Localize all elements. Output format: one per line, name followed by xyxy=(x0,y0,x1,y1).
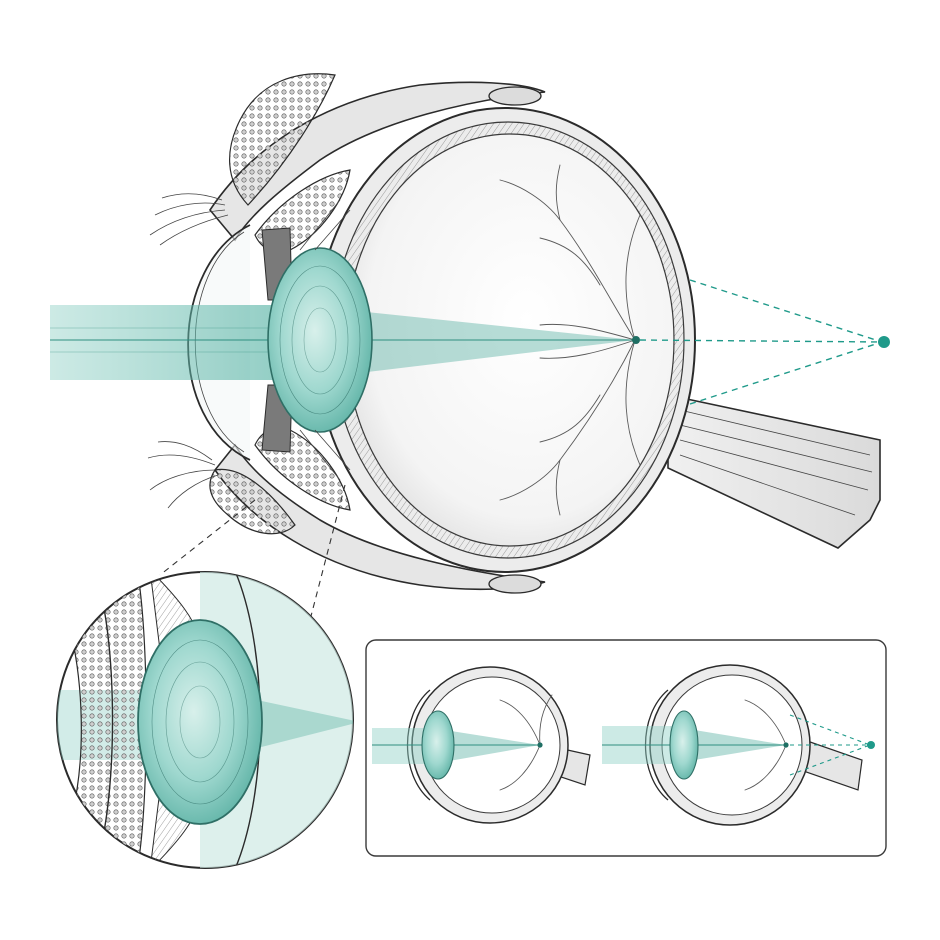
optic-nerve xyxy=(667,394,881,549)
lens-detail xyxy=(137,619,263,825)
external-focal-point xyxy=(878,336,890,348)
lens-detail-magnifier xyxy=(56,571,354,869)
fovea-focal-point xyxy=(632,336,640,344)
focus-behind-retina xyxy=(602,664,875,826)
focus-comparison-panel xyxy=(365,639,887,857)
focus-on-retina xyxy=(372,666,591,824)
inferior-muscle xyxy=(488,574,542,594)
lens xyxy=(267,247,373,433)
superior-muscle xyxy=(488,86,542,106)
upper-eyelashes xyxy=(149,193,229,246)
light-beam-refracted xyxy=(300,305,635,380)
eye-cross-section xyxy=(50,73,890,594)
light-beam-incoming xyxy=(50,305,300,380)
upper-eyelid-glands xyxy=(229,73,336,206)
projection-lines xyxy=(639,279,883,405)
magnifier-connectors xyxy=(159,484,346,621)
focal-point-behind-retina xyxy=(867,741,875,749)
retinal-vessels xyxy=(499,164,641,516)
lower-eyelashes xyxy=(147,441,219,509)
